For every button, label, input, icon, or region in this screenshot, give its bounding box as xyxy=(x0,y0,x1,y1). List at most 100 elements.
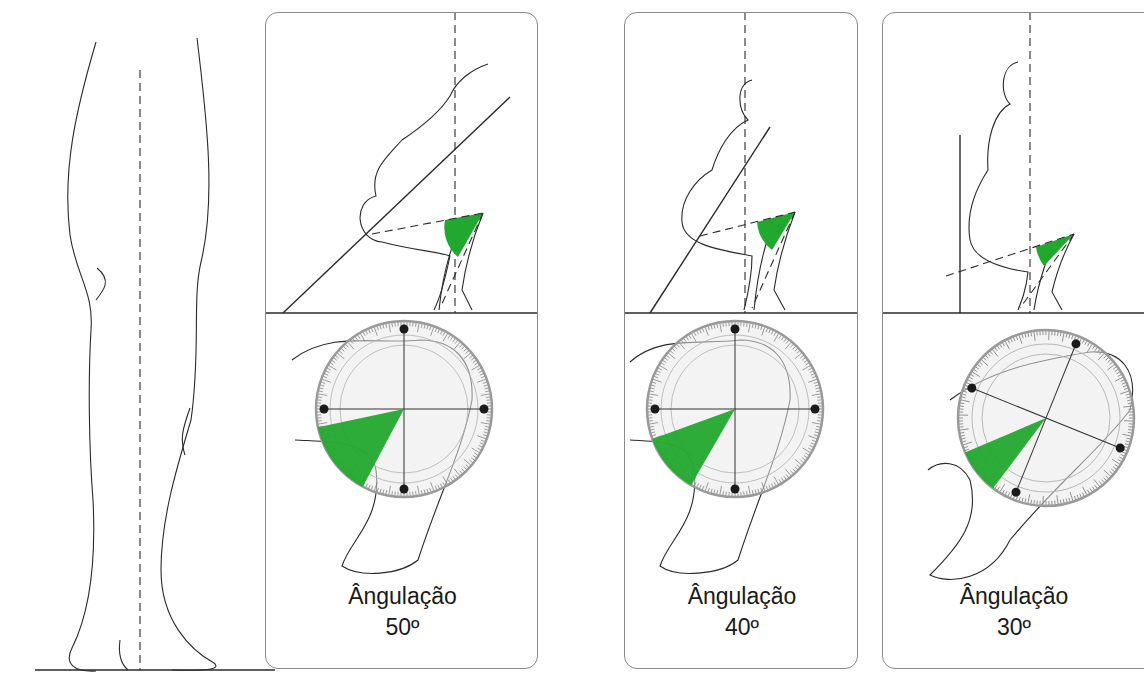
protractor-tick xyxy=(1040,496,1046,505)
protractor-tick xyxy=(959,417,963,420)
protractor-tick xyxy=(1126,440,1130,442)
protractor-tick xyxy=(766,328,767,332)
protractor-tick xyxy=(752,490,754,494)
protractor-tick xyxy=(394,322,395,326)
leg-outline xyxy=(96,268,105,300)
protractor-tick xyxy=(380,325,381,329)
protractor-tick xyxy=(716,324,718,328)
protractor-tick xyxy=(1113,467,1117,469)
protractor-tick xyxy=(1127,396,1131,399)
protractor-tick xyxy=(326,371,330,373)
protractor-tick xyxy=(321,382,325,383)
protractor-tick xyxy=(795,459,802,465)
protractor-tick xyxy=(435,486,436,490)
protractor-tick xyxy=(694,482,696,486)
protractor-tick xyxy=(318,394,327,396)
protractor-tick xyxy=(1087,344,1092,353)
protractor-tick xyxy=(430,488,431,492)
protractor-tick xyxy=(705,482,708,490)
protractor-tick xyxy=(440,331,442,335)
protractor-dot xyxy=(400,485,409,494)
protractor-tick xyxy=(1059,500,1062,504)
protractor-tick xyxy=(464,467,467,470)
protractor-tick xyxy=(974,369,978,371)
protractor-tick xyxy=(970,375,974,377)
protractor-tick xyxy=(380,489,381,493)
protractor-tick xyxy=(1085,341,1087,345)
protractor-tick xyxy=(1120,389,1129,397)
protractor-dot xyxy=(811,405,820,414)
protractor-tick xyxy=(681,340,683,343)
protractor-tick xyxy=(989,351,993,354)
protractor-tick xyxy=(358,335,360,338)
protractor-tick xyxy=(802,458,805,460)
protractor-tick xyxy=(1098,352,1104,361)
protractor-tick xyxy=(1036,501,1038,505)
protractor-tick xyxy=(720,323,722,332)
protractor-tick xyxy=(961,434,965,437)
protractor-tick xyxy=(485,390,489,392)
protractor-tick xyxy=(684,339,686,342)
protractor-dot xyxy=(1010,486,1022,498)
protractor-dial xyxy=(316,321,492,497)
protractor-tick xyxy=(481,423,490,425)
protractor-tick xyxy=(816,429,820,431)
angle-label: Ângulação xyxy=(266,581,539,612)
protractor-tick xyxy=(477,368,481,370)
protractor-tick xyxy=(649,396,653,398)
protractor-tick xyxy=(391,491,393,495)
protractor-tick xyxy=(959,408,963,410)
protractor-dot xyxy=(651,405,660,414)
knee-angle xyxy=(757,212,795,250)
protractor-tick xyxy=(650,426,654,428)
protractor-tick xyxy=(815,432,819,433)
protractor-tick xyxy=(1129,417,1133,420)
protractor-tick xyxy=(716,490,718,494)
protractor-tick xyxy=(1048,501,1051,505)
protractor-tick xyxy=(353,339,355,342)
protractor-tick xyxy=(959,412,968,418)
protractor-tick xyxy=(817,396,821,398)
protractor-tick xyxy=(1030,332,1033,336)
protractor-tick xyxy=(1065,499,1068,503)
protractor-tick xyxy=(803,448,811,453)
protractor-tick xyxy=(320,387,324,389)
protractor xyxy=(316,321,492,497)
protractor-tick xyxy=(1068,498,1071,502)
angle-label: Ângulação xyxy=(883,581,1144,612)
protractor-tick xyxy=(959,422,963,425)
protractor-tick xyxy=(443,332,445,336)
protractor-tick xyxy=(1010,339,1014,343)
protractor-tick xyxy=(485,387,489,389)
protractor-tick xyxy=(785,342,791,349)
protractor-tick xyxy=(977,364,981,366)
protractor-tick xyxy=(689,335,691,338)
protractor-tick xyxy=(1116,371,1119,375)
protractor-tick xyxy=(1114,464,1118,466)
protractor-tick xyxy=(327,368,331,370)
protractor-tick xyxy=(1079,494,1083,498)
protractor-tick xyxy=(672,349,675,352)
protractor-tick xyxy=(774,332,776,336)
protractor-tick xyxy=(997,346,1001,349)
protractor-tick xyxy=(1039,331,1042,335)
protractor-tick xyxy=(964,445,968,449)
protractor-tick xyxy=(332,360,335,362)
protractor-tick xyxy=(1066,334,1068,338)
knee-angle xyxy=(1036,234,1074,266)
angle-sector xyxy=(652,409,735,485)
protractor-tick xyxy=(1107,363,1114,372)
protractor-tick xyxy=(969,377,973,379)
protractor-tick xyxy=(1127,438,1131,440)
protractor-tick xyxy=(485,429,489,431)
leg-outline xyxy=(119,640,128,670)
protractor-tick xyxy=(818,417,822,418)
protractor-tick xyxy=(968,380,972,382)
protractor-tick xyxy=(1017,335,1025,344)
protractor-tick xyxy=(1015,336,1019,340)
protractor-tick xyxy=(648,399,652,400)
protractor-tick xyxy=(959,420,963,423)
protractor-tick xyxy=(1099,351,1102,355)
protractor-tick xyxy=(652,435,656,436)
protractor-tick xyxy=(804,455,807,457)
